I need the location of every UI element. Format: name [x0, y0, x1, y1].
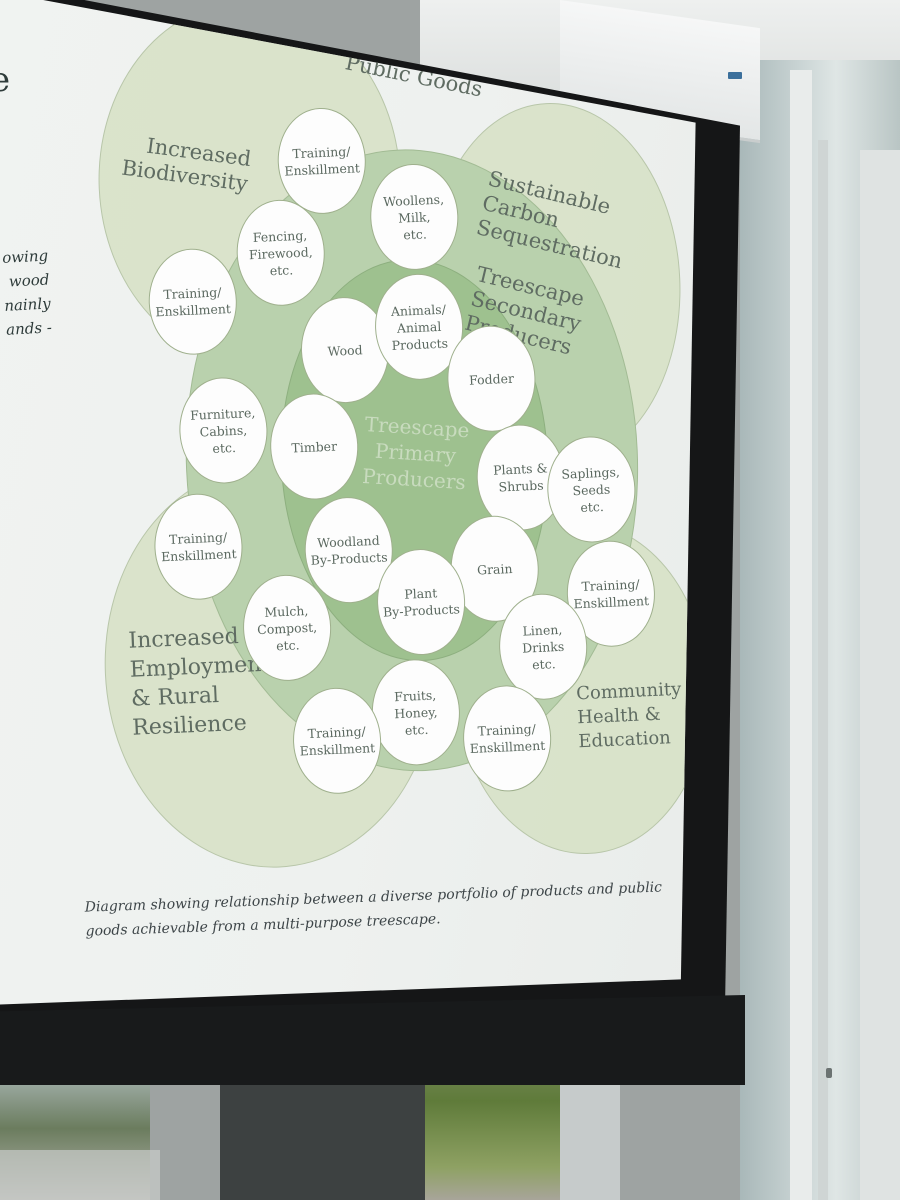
node-label: Grain [476, 560, 513, 578]
projection-screen: e owing wood nainly ands - Public Goods … [0, 0, 696, 1005]
node-label: Fencing, Firewood, etc. [248, 227, 313, 278]
label-primary-producers: Treescape Primary Producers [361, 411, 471, 495]
window-mullion [818, 140, 828, 1200]
node-label: Training/ Enskillment [573, 576, 650, 612]
node-label: Wood [327, 341, 363, 359]
node-label: Training/ Enskillment [160, 529, 237, 565]
node-label: Mulch, Compost, etc. [256, 602, 318, 653]
window-mullion [860, 150, 900, 1200]
node-label: Woollens, Milk, etc. [382, 191, 445, 242]
node-label: Linen, Drinks etc. [521, 621, 565, 672]
node-label: Saplings, Seeds etc. [561, 463, 621, 515]
roof [0, 1150, 160, 1200]
slide-fragment-line: nainly [3, 294, 52, 315]
treescape-diagram: Public Goods Increased Biodiversity Sust… [76, 0, 696, 903]
status-light [728, 72, 742, 79]
node-label: Training/ Enskillment [469, 721, 546, 757]
slide-fragment-text: owing wood nainly ands - [0, 243, 53, 342]
screen-bottom-bar [0, 995, 745, 1085]
node-label: Timber [291, 438, 338, 456]
node-label: Training/ Enskillment [155, 284, 232, 320]
node-label: Woodland By-Products [310, 532, 388, 568]
slide-fragment-line: ands - [5, 318, 53, 339]
node-label: Fruits, Honey, etc. [393, 686, 438, 738]
node-label: Training/ Enskillment [299, 723, 376, 759]
node-label: Fodder [468, 370, 515, 388]
node-label: Plant By-Products [382, 585, 461, 620]
node-label: Training/ Enskillment [284, 143, 361, 179]
node-label: Animals/ Animal Products [390, 301, 449, 353]
slide-fragment-letter: e [0, 60, 11, 100]
slide-fragment-line: wood [8, 270, 50, 291]
node-label: Plants & Shrubs [492, 460, 548, 495]
label-community: Community Health & Education [575, 678, 682, 753]
node-label: Furniture, Cabins, etc. [189, 404, 256, 456]
slide-fragment-line: owing [1, 246, 49, 267]
window-mullion [790, 70, 812, 1200]
window-handle [826, 1068, 832, 1078]
